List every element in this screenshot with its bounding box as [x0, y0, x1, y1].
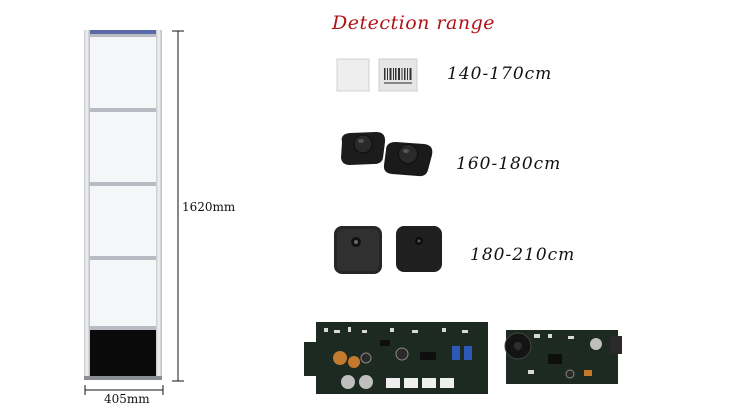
detection-range-title: Detection range: [332, 12, 495, 34]
small-hard-tag-right: [383, 142, 433, 177]
soft-label-plain: [336, 58, 370, 92]
receiver-board: [504, 330, 622, 384]
square-hard-tag-front: [334, 226, 382, 274]
main-control-board: [304, 322, 488, 394]
small-hard-tag-left: [341, 132, 386, 165]
square-hard-tag-back: [396, 226, 442, 272]
height-label: 1620mm: [182, 200, 236, 214]
range-square-hard-tag: 180-210cm: [470, 245, 576, 265]
width-dimension-line: [84, 385, 164, 395]
range-soft-label: 140-170cm: [447, 64, 553, 84]
range-small-hard-tag: 160-180cm: [456, 154, 562, 174]
width-label: 405mm: [104, 392, 150, 406]
soft-label-barcode: [378, 58, 418, 92]
height-dimension-line: [172, 30, 184, 382]
eas-gate-antenna: [84, 30, 162, 380]
